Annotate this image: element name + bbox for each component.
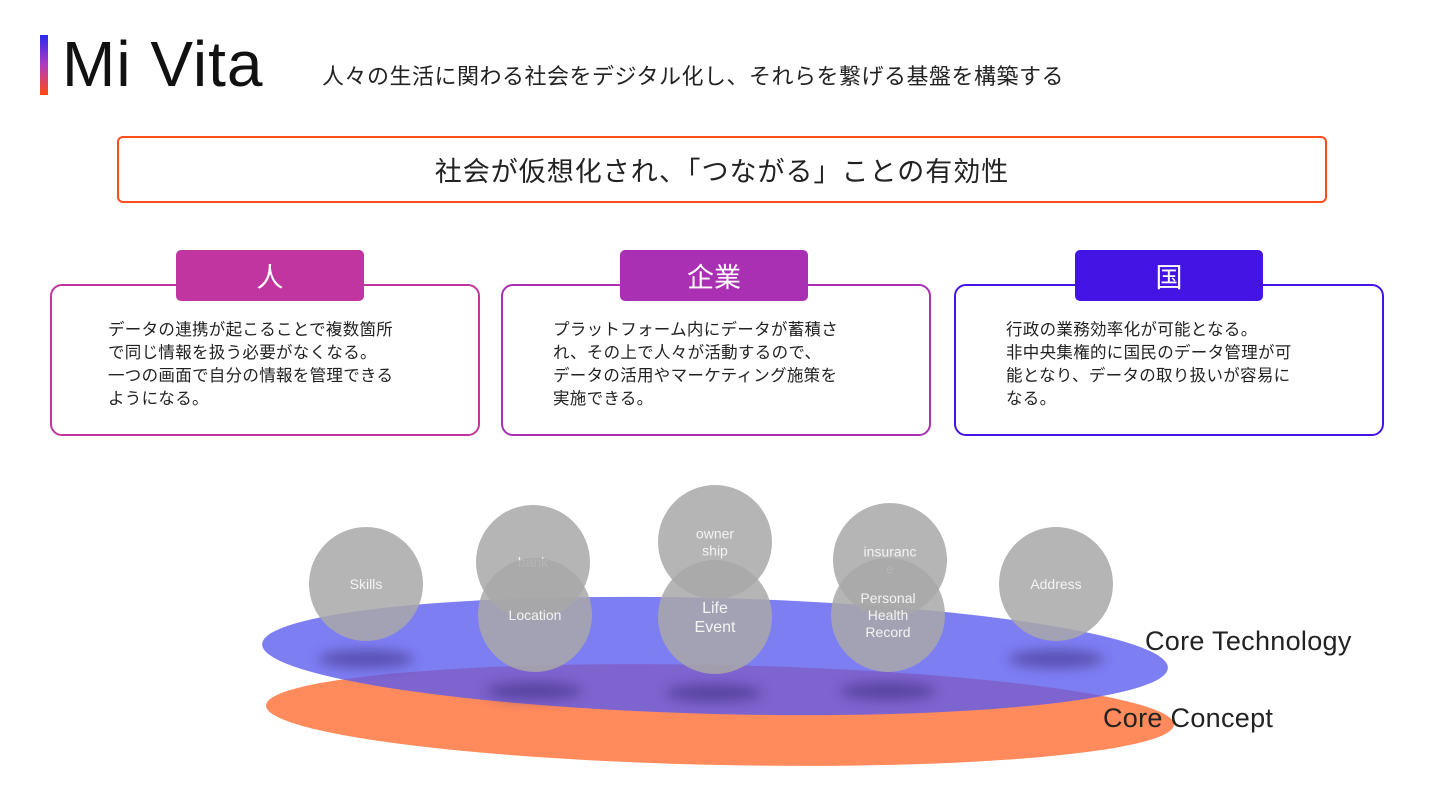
- card-line: データの活用やマーケティング施策を: [553, 366, 838, 385]
- card-company: プラットフォーム内にデータが蓄積さ れ、その上で人々が活動するので、 データの活…: [501, 284, 931, 436]
- circle-shape: [309, 527, 423, 641]
- card-line: 実施できる。: [553, 389, 654, 408]
- layer-diagram: SkillsbankownershipinsuranceAddressLocat…: [0, 460, 1440, 803]
- theme-box: 社会が仮想化され、「つながる」ことの有効性: [117, 136, 1327, 203]
- circle-label: Life: [702, 600, 728, 617]
- circle-label: Personal: [860, 590, 915, 606]
- card-title: 企業: [687, 263, 741, 294]
- card-title: 国: [1155, 263, 1183, 294]
- card-line: プラットフォーム内にデータが蓄積さ: [553, 320, 839, 339]
- circle-shape: [999, 527, 1113, 641]
- circle-shape: [478, 558, 592, 672]
- circle-label: Record: [865, 624, 910, 640]
- card-body: プラットフォーム内にデータが蓄積さ れ、その上で人々が活動するので、 データの活…: [553, 318, 893, 410]
- card-title: 人: [256, 263, 284, 294]
- card-tab-person: 人: [176, 250, 364, 301]
- card-line: データの連携が起こることで複数箇所: [108, 320, 394, 339]
- shadow: [666, 684, 762, 702]
- circle-shape: [831, 558, 945, 672]
- shadow: [840, 682, 936, 700]
- card-body: 行政の業務効率化が可能となる。 非中央集権的に国民のデータ管理が可 能となり、デ…: [1006, 318, 1346, 410]
- card-line: 非中央集権的に国民のデータ管理が可: [1006, 343, 1292, 362]
- circle-label: owner: [696, 525, 734, 541]
- circle-label: Event: [695, 619, 736, 636]
- core-technology-label: Core Technology: [1133, 626, 1352, 666]
- card-body: データの連携が起こることで複数箇所 で同じ情報を扱う必要がなくなる。 一つの画面…: [108, 318, 448, 410]
- theme-text: 社会が仮想化され、「つながる」ことの有効性: [434, 157, 1010, 188]
- circle-label: ship: [702, 542, 728, 558]
- layer-label-text: Core Technology: [1145, 626, 1352, 656]
- shadow: [318, 650, 414, 668]
- circle-label: Location: [509, 607, 562, 623]
- data-circle: Skills: [309, 527, 423, 641]
- card-line: で同じ情報を扱う必要がなくなる。: [108, 343, 377, 362]
- layer-label-text: Core Concept: [1103, 703, 1274, 733]
- circle-label: insuranc: [864, 543, 917, 559]
- accent-bar: [40, 35, 48, 95]
- circle-shape: [658, 560, 772, 674]
- card-line: 行政の業務効率化が可能となる。: [1006, 320, 1258, 339]
- shadow: [1008, 650, 1104, 668]
- card-tab-company: 企業: [620, 250, 808, 301]
- data-circle: Location: [478, 558, 592, 672]
- card-line: 能となり、データの取り扱いが容易に: [1006, 366, 1291, 385]
- tagline: 人々の生活に関わる社会をデジタル化し、それらを繋げる基盤を構築する: [322, 65, 1065, 90]
- card-line: 一つの画面で自分の情報を管理できる: [108, 366, 394, 385]
- shadow: [486, 682, 582, 700]
- card-line: ようになる。: [108, 389, 209, 408]
- core-concept-label: Core Concept: [1091, 697, 1274, 743]
- circle-shadows: [318, 650, 1104, 702]
- card-line: なる。: [1006, 389, 1057, 408]
- circle-label: Health: [868, 607, 908, 623]
- data-circle: Address: [999, 527, 1113, 641]
- circle-label: Skills: [350, 576, 383, 592]
- brand-title: Mi Vita: [62, 28, 264, 100]
- circle-label: Address: [1030, 576, 1081, 592]
- card-nation: 行政の業務効率化が可能となる。 非中央集権的に国民のデータ管理が可 能となり、デ…: [954, 284, 1384, 436]
- card-person: データの連携が起こることで複数箇所 で同じ情報を扱う必要がなくなる。 一つの画面…: [50, 284, 480, 436]
- diagram-canvas: SkillsbankownershipinsuranceAddressLocat…: [262, 485, 1174, 766]
- card-line: れ、その上で人々が活動するので、: [553, 343, 822, 362]
- card-tab-nation: 国: [1075, 250, 1263, 301]
